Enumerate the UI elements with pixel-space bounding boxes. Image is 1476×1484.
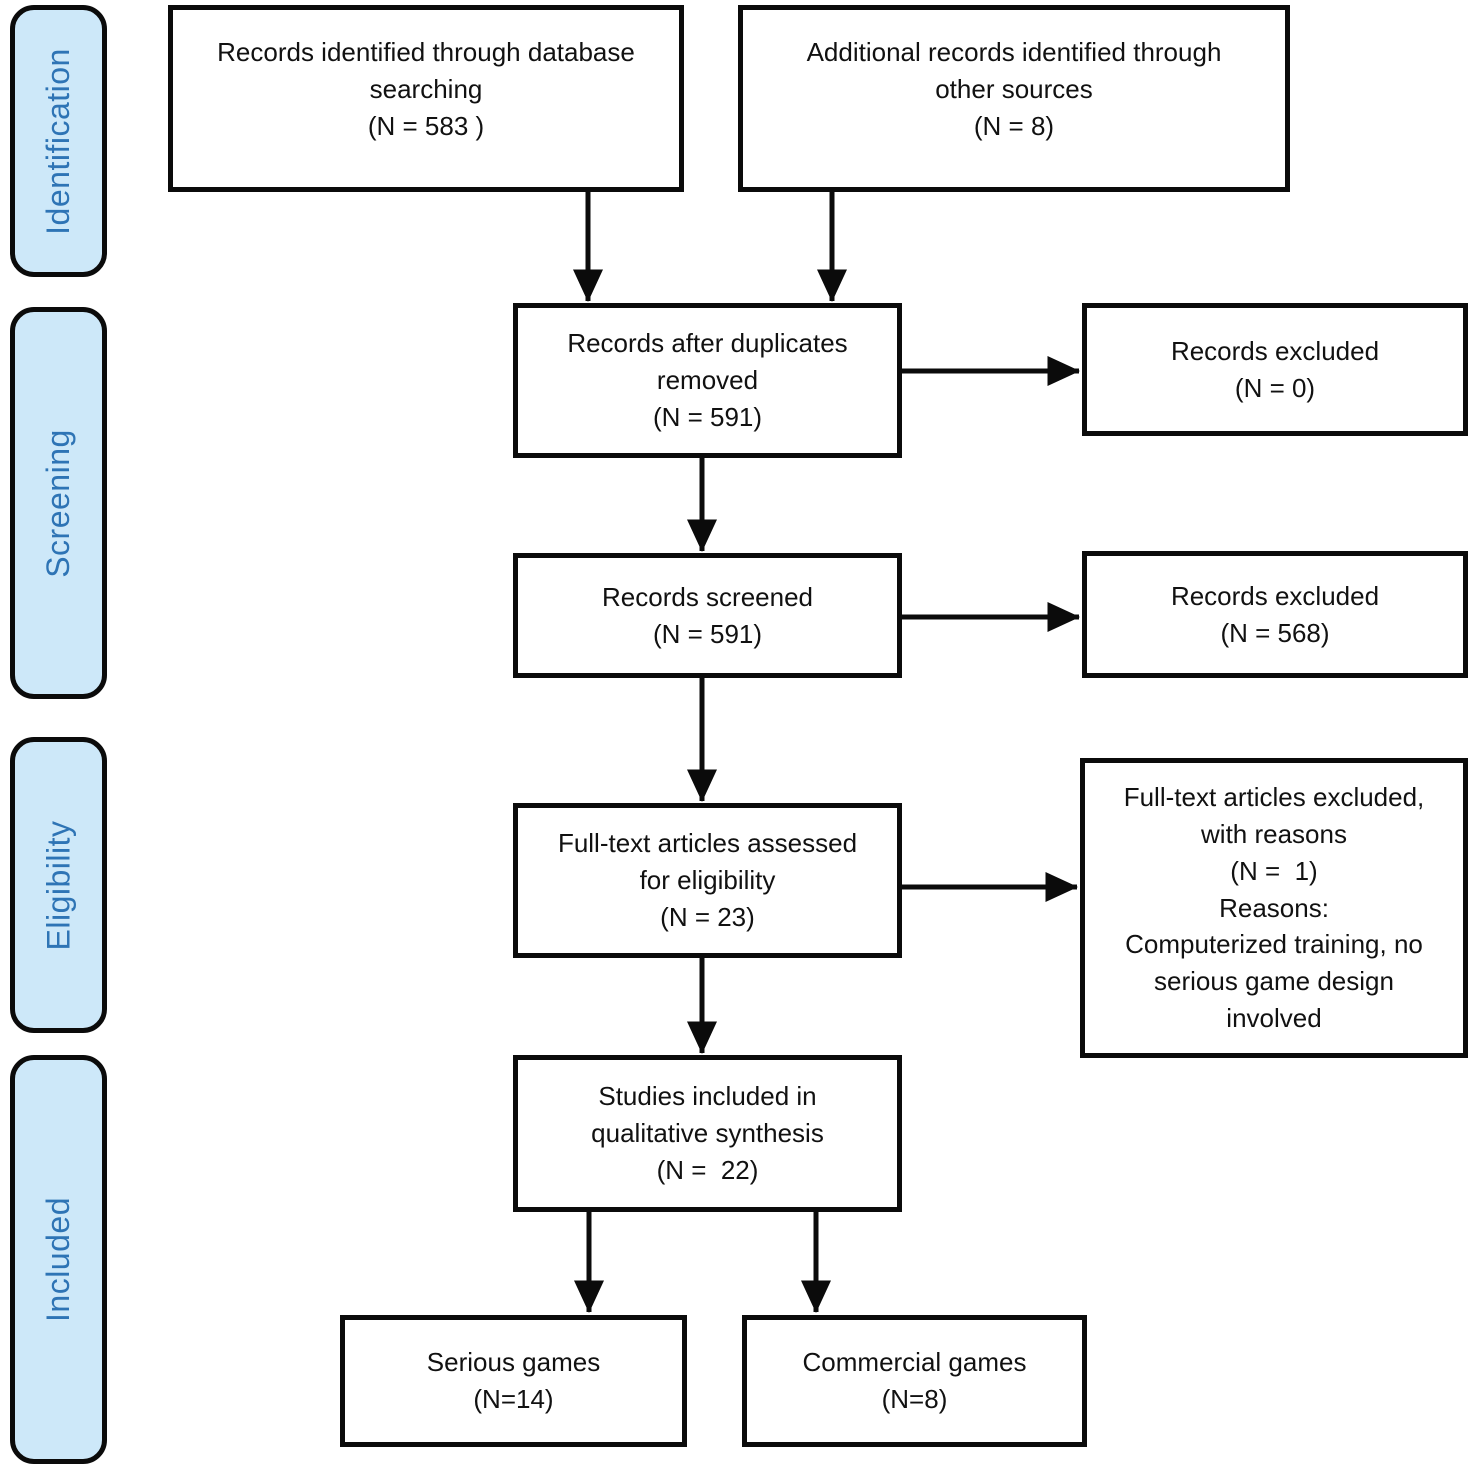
box-records-identified: Records identified through database sear… [168, 5, 684, 192]
box-text: Studies included in qualitative synthesi… [591, 1081, 824, 1185]
stage-included: Included [10, 1055, 107, 1464]
box-text: Records excluded (N = 568) [1170, 580, 1380, 648]
box-after-duplicates: Records after duplicates removed (N = 59… [513, 303, 902, 458]
box-text: Additional records identified through ot… [806, 37, 1222, 141]
box-text: Records after duplicates removed (N = 59… [567, 328, 848, 432]
box-qualitative-synthesis: Studies included in qualitative synthesi… [513, 1055, 902, 1212]
box-fulltext-assessed: Full-text articles assessed for eligibil… [513, 803, 902, 958]
box-records-excluded-568: Records excluded (N = 568) [1082, 551, 1468, 678]
stage-label: Included [40, 1197, 77, 1322]
box-records-screened: Records screened (N = 591) [513, 553, 902, 678]
stage-label: Identification [40, 47, 77, 235]
box-serious-games: Serious games (N=14) [340, 1315, 687, 1447]
box-text: Records excluded (N = 0) [1170, 335, 1380, 403]
box-records-excluded-0: Records excluded (N = 0) [1082, 303, 1468, 436]
stage-screening: Screening [10, 307, 107, 699]
box-commercial-games: Commercial games (N=8) [742, 1315, 1087, 1447]
box-fulltext-excluded: Full-text articles excluded, with reason… [1080, 758, 1468, 1058]
box-text: Serious games (N=14) [426, 1347, 601, 1414]
box-text: Full-text articles assessed for eligibil… [557, 828, 858, 932]
box-text: Records identified through database sear… [217, 37, 635, 141]
stage-label: Eligibility [40, 820, 77, 950]
stage-identification: Identification [10, 5, 107, 277]
stage-eligibility: Eligibility [10, 737, 107, 1033]
box-text: Full-text articles excluded, with reason… [1123, 781, 1425, 1034]
box-additional-records: Additional records identified through ot… [738, 5, 1290, 192]
box-text: Records screened (N = 591) [602, 581, 813, 649]
box-text: Commercial games (N=8) [802, 1347, 1027, 1414]
stage-label: Screening [40, 428, 76, 578]
